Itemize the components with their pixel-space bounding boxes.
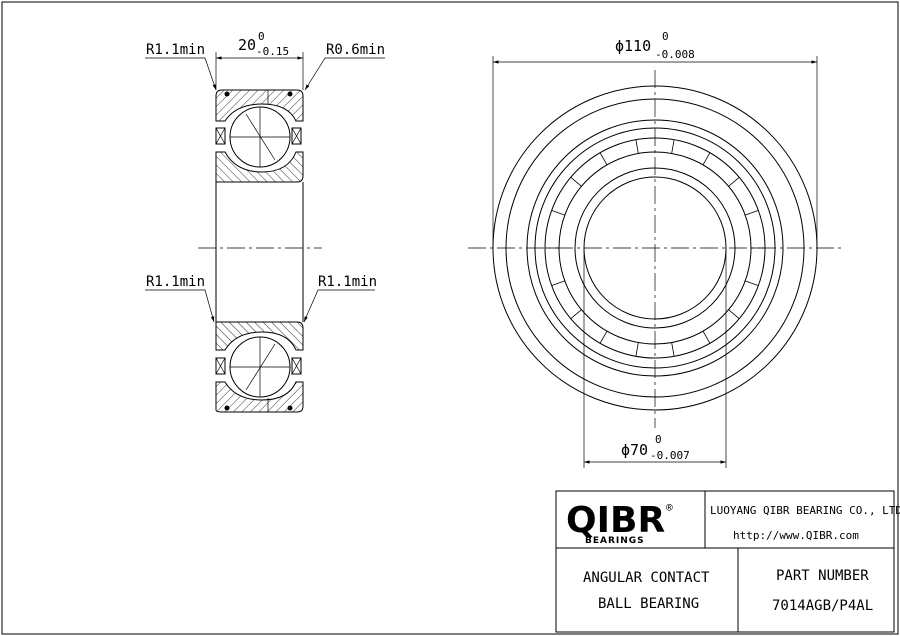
radius-note-middle-left: R1.1min [146,274,205,290]
width-nominal-text: 20 [238,36,256,54]
outer-diameter-nominal: ϕ110 [615,37,651,55]
outer-diameter-lower: -0.008 [655,48,695,61]
width-upper-text: 0 [258,30,265,43]
outer-diameter-upper: 0 [662,30,669,43]
bore-diameter-nominal: ϕ70 [621,441,648,459]
description-line-1: ANGULAR CONTACT [583,570,710,586]
inner-ring-circle [574,167,736,329]
cage-pockets [545,139,765,357]
part-number-value: 7014AGB/P4AL [772,598,873,614]
section-view [145,52,385,413]
radius-note-top-left: R1.1min [146,42,205,58]
inner-ring-bottom [215,321,304,351]
logo-subtext: BEARINGS [585,536,645,546]
front-view [468,56,845,468]
bore-diameter-upper: 0 [655,433,662,446]
outer-ring-chamfer [505,98,805,398]
logo-registered-mark: ® [666,501,673,514]
company-website[interactable]: http://www.QIBR.com [733,529,859,542]
part-number-label: PART NUMBER [776,568,869,584]
company-name: LUOYANG QIBR BEARING CO., LTD [710,504,900,517]
description-line-2: BALL BEARING [598,596,699,612]
radius-note-top-right: R0.6min [326,42,385,58]
width-lower-text: -0.15 [256,45,289,58]
lower-section [215,321,304,413]
bore-diameter-lower: -0.007 [650,449,690,462]
logo-text: QIBR [566,500,665,541]
inner-ring-top [215,151,304,183]
title-block [555,490,895,633]
outer-ring-bottom [215,381,304,413]
upper-section [215,89,304,183]
radius-note-middle-right: R1.1min [318,274,377,290]
outer-race-circle [526,119,784,377]
company-logo: QIBR ® BEARINGS [566,500,673,546]
outer-ring-top [215,89,304,122]
